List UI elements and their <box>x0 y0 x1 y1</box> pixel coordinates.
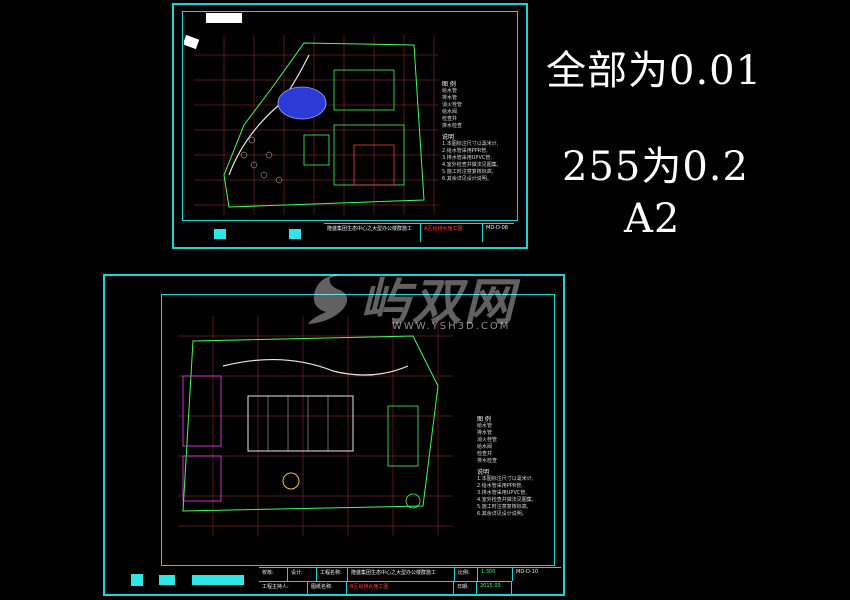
tree <box>405 493 421 509</box>
note-item: 1.本图标注尺寸以毫米计, <box>442 141 499 147</box>
draw-label: 图纸名称: <box>308 580 347 594</box>
check-label: 校核: <box>259 568 288 581</box>
legend-item: 消火栓管 <box>477 437 498 443</box>
project-label: 工程名称: <box>317 568 348 581</box>
scale-label: 比例: <box>455 568 478 581</box>
color-weight-note: 255为0.2 <box>562 144 749 190</box>
legend-item: 排水管 <box>442 95 458 101</box>
legend-item: 给水管 <box>442 88 458 94</box>
title-block-a: 隆盛集团生态中心之大型办公楼群施工 A区给排水施工图 MD-D-08 <box>324 223 514 242</box>
sheet-a-label-block <box>206 13 242 23</box>
notes-title: 说明 <box>477 469 490 476</box>
note-item: 6.其余详见设计说明。 <box>442 176 492 182</box>
brand-name: 屿双网 <box>360 273 516 331</box>
note-item: 1.本图标注尺寸以毫米计, <box>477 476 534 482</box>
brand-logo-icon <box>308 274 348 324</box>
site-boundary <box>182 335 439 512</box>
layer-marker <box>131 574 143 586</box>
legend-item: 给水阀 <box>477 444 493 450</box>
site-plan-a <box>184 34 439 215</box>
note-item: 2.给水管采用PPR管, <box>477 483 523 489</box>
drawing-title: B区给排水施工图 <box>347 580 454 594</box>
legend-item: 排水管 <box>477 430 493 436</box>
building-main <box>247 395 354 452</box>
approve-label: 工程主持人: <box>259 580 308 594</box>
sheet-b-inner-frame <box>161 294 555 566</box>
site-boundary <box>223 42 425 208</box>
corner-symbol <box>184 34 200 50</box>
scale-value: 1:300 <box>478 568 513 581</box>
note-item: 3.排水管采用UPVC管, <box>477 490 527 496</box>
plaza <box>182 375 222 447</box>
buildings <box>303 69 405 186</box>
trees <box>240 136 283 184</box>
design-label: 设计: <box>288 568 317 581</box>
sheet-a-inner-frame <box>182 11 518 221</box>
note-item: 3.排水管采用UPVC管, <box>442 155 492 161</box>
layer-marker <box>214 229 226 239</box>
title-block-b: 校核: 设计: 工程名称: 隆盛集团生态中心之大型办公楼群施工 比例: 1:30… <box>259 567 561 594</box>
legend-item: 消火栓管 <box>442 102 463 108</box>
legend-title: 图 例 <box>442 81 456 88</box>
line-weight-note: 全部为0.01 <box>546 48 763 94</box>
watermark: 屿双网 <box>300 262 516 334</box>
legend-a: 图 例 给水管 排水管 消火栓管 给水阀 检查井 排水检查 说明 1.本图标注尺… <box>442 81 498 183</box>
annex <box>387 405 419 467</box>
paper-size-note: A2 <box>624 196 681 242</box>
legend-item: 检查井 <box>477 451 493 457</box>
note-item: 4.室外检查井做法见图集, <box>477 497 534 503</box>
note-item: 4.室外检查井做法见图集, <box>442 162 499 168</box>
legend-title: 图 例 <box>477 416 491 423</box>
date-label: 日期: <box>454 580 477 594</box>
note-item: 2.给水管采用PPR管, <box>442 148 488 154</box>
drawing-sheet-b: 图 例 给水管 排水管 消火栓管 给水阀 检查井 排水检查 说明 1.本图标注尺… <box>103 274 565 596</box>
drawing-title: A区给排水施工图 <box>421 224 483 242</box>
legend-item: 检查井 <box>442 116 458 122</box>
fountain <box>282 472 300 490</box>
layer-marker <box>289 229 301 239</box>
pool <box>277 86 327 120</box>
legend-item: 给水阀 <box>442 109 458 115</box>
drawing-number: MD-D-10 <box>516 569 538 575</box>
note-item: 5.施工时注意复核标高, <box>477 504 529 510</box>
project-name: 隆盛集团生态中心之大型办公楼群施工 <box>324 224 421 242</box>
grid-lines <box>178 316 453 536</box>
brand-url: WWW.YSH3D.COM <box>392 321 511 332</box>
entrance <box>182 455 222 502</box>
layer-marker <box>192 575 244 585</box>
note-item: 5.施工时注意复核标高, <box>442 169 494 175</box>
date-value: 2015.03 <box>477 580 512 594</box>
landscape-curve <box>222 358 409 376</box>
drawing-number: MD-D-08 <box>486 225 508 231</box>
notes-title: 说明 <box>442 134 455 141</box>
drawing-sheet-a: 图 例 给水管 排水管 消火栓管 给水阀 检查井 排水检查 说明 1.本图标注尺… <box>172 3 528 249</box>
note-item: 6.其余详见设计说明。 <box>477 511 527 517</box>
legend-item: 排水检查 <box>477 458 498 464</box>
layer-marker <box>159 575 175 585</box>
site-plan-b <box>178 316 453 536</box>
legend-b: 图 例 给水管 排水管 消火栓管 给水阀 检查井 排水检查 说明 1.本图标注尺… <box>477 416 533 518</box>
legend-item: 排水检查 <box>442 123 463 129</box>
project-name: 隆盛集团生态中心之大型办公楼群施工 <box>348 568 455 581</box>
building-cores <box>267 396 329 451</box>
legend-item: 给水管 <box>477 423 493 429</box>
